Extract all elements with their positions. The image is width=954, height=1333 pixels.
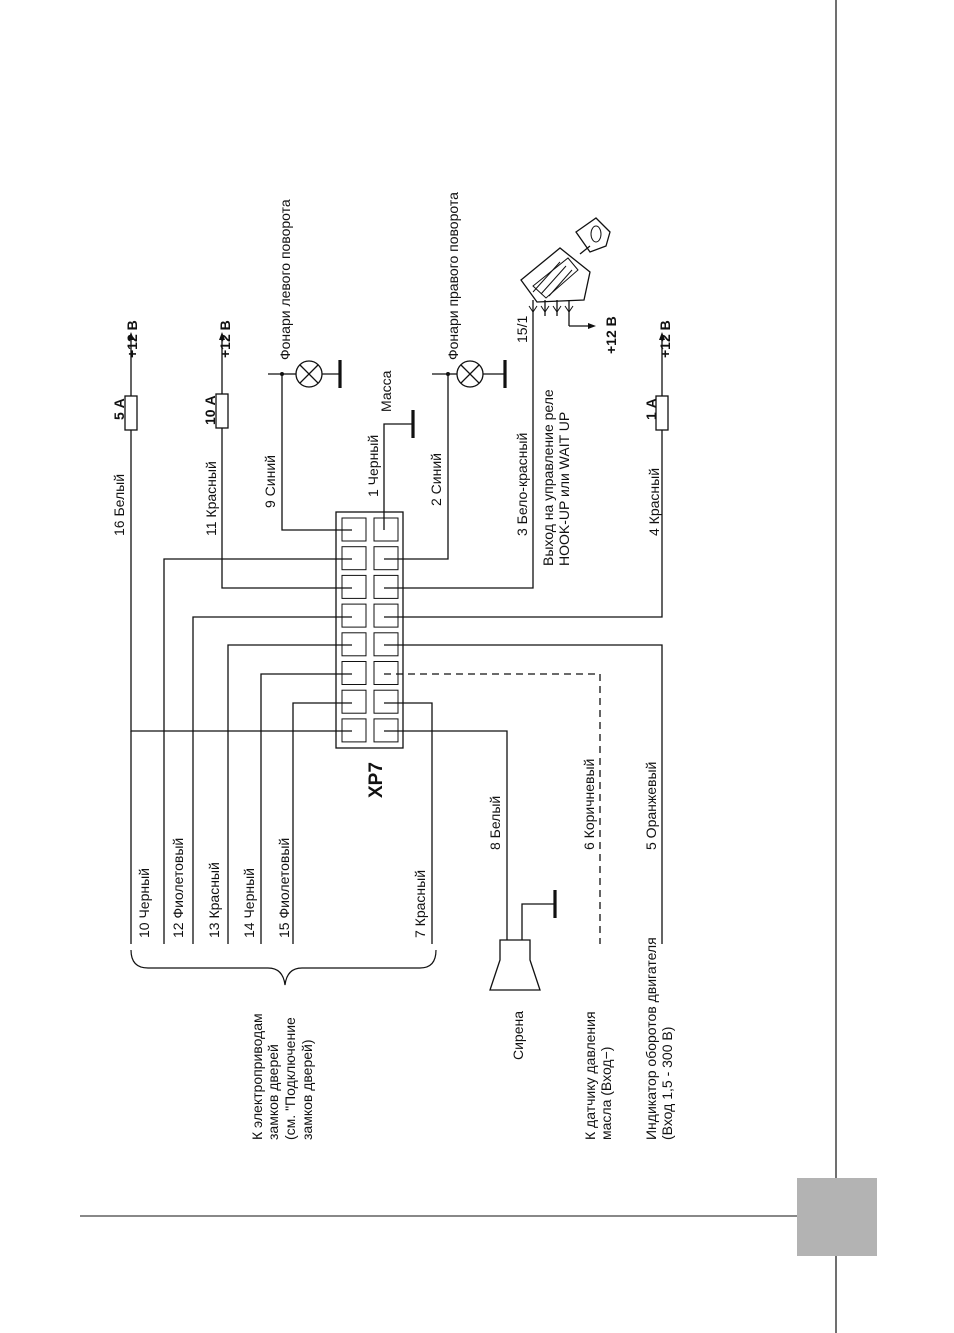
wire-label-5: 5 Оранжевый: [643, 762, 659, 850]
relay-label-1: Выход на управление реле: [540, 389, 556, 566]
wire-label-4: 4 Красный: [646, 468, 662, 536]
fuse-5a: [124, 395, 138, 431]
wire-9: [268, 373, 352, 531]
oil-pressure-note: К датчику давления масла (Вход−): [582, 1011, 614, 1140]
svg-text:К датчику давления: К датчику давления: [582, 1011, 598, 1140]
door-locks-note: К электроприводам замков дверей (см. "По…: [249, 1013, 315, 1140]
wire-4: [384, 338, 663, 618]
svg-text:масла (Вход−): масла (Вход−): [598, 1047, 614, 1140]
wire-label-8: 8 Белый: [487, 796, 503, 850]
fuse-label-10a: 10 А: [202, 395, 218, 425]
left-turn-lamp-icon: [295, 360, 323, 388]
wire-13: [227, 644, 352, 944]
fuse-label-5a: 5 А: [111, 398, 127, 420]
wire-14: [260, 673, 352, 944]
wire-2: [384, 373, 449, 560]
right-turn-label: Фонари правого поворота: [445, 192, 461, 360]
wire-label-12: 12 Фиолетовый: [170, 838, 186, 938]
connector-label: XP7: [366, 762, 387, 798]
connector-pin: [373, 574, 399, 599]
wire-11: [221, 338, 352, 589]
ground-label: Масса: [378, 370, 394, 412]
connector-pin: [341, 574, 367, 599]
wire-label-11: 11 Красный: [203, 461, 219, 536]
connector-pin: [341, 689, 367, 714]
wire-1: [383, 423, 413, 530]
left-turn-label: Фонари левого поворота: [277, 199, 293, 360]
svg-text:замков дверей: замков дверей: [265, 1044, 281, 1140]
connector-pin: [373, 603, 399, 628]
connector-pin: [373, 517, 399, 542]
ignition-terminal-label: 15/1: [514, 316, 530, 343]
power-label-2: +12 В: [217, 320, 233, 358]
connector-pin: [373, 632, 399, 657]
fuse-10a: [215, 393, 229, 429]
wire-8: [384, 730, 508, 940]
wire-label-10: 10 Черный: [136, 868, 152, 938]
siren-icon: [489, 890, 557, 991]
wire-15: [292, 702, 352, 944]
connector-pin: [373, 689, 399, 714]
svg-text:замков дверей): замков дверей): [299, 1039, 315, 1140]
connector-pin: [341, 603, 367, 628]
wire-label-1: 1 Черный: [365, 435, 381, 497]
wire-label-6: 6 Коричневый: [581, 759, 597, 850]
wire-label-13: 13 Красный: [206, 862, 222, 938]
connector-pin: [341, 632, 367, 657]
power-label-3: +12 В: [603, 316, 619, 354]
fuse-1a: [655, 395, 669, 431]
connector-pin: [341, 546, 367, 571]
wire-7: [384, 702, 433, 944]
svg-text:(см. "Подключение: (см. "Подключение: [282, 1017, 298, 1140]
door-locks-brace: [130, 949, 437, 986]
siren-label: Сирена: [510, 1011, 526, 1060]
connector-pin: [373, 546, 399, 571]
tachometer-note: Индикатор оборотов двигателя (Вход 1,5 -…: [643, 937, 675, 1140]
wire-5: [384, 644, 663, 944]
power-label-1: +12 В: [124, 320, 140, 358]
svg-text:(Вход 1,5 - 300 В): (Вход 1,5 - 300 В): [659, 1027, 675, 1140]
connector-pin: [373, 661, 399, 685]
wire-10: [192, 616, 352, 944]
ignition-switch-icon: [520, 217, 611, 329]
wire-label-16: 16 Белый: [111, 474, 127, 536]
power-label-4: +12 В: [657, 320, 673, 358]
wire-3: [384, 316, 534, 589]
wire-6: [384, 673, 601, 944]
wire-label-7: 7 Красный: [412, 870, 428, 938]
wire-label-2: 2 Синий: [428, 453, 444, 506]
right-turn-lamp-icon: [456, 360, 484, 388]
wire-label-14: 14 Черный: [241, 868, 257, 938]
wire-label-3: 3 Бело-красный: [514, 433, 530, 536]
wire-12: [163, 558, 352, 944]
connector-pin: [341, 661, 367, 685]
svg-text:Индикатор оборотов двигателя: Индикатор оборотов двигателя: [643, 937, 659, 1140]
wire-label-15: 15 Фиолетовый: [276, 838, 292, 938]
relay-label-2: HOOK-UP или WAIT UP: [556, 412, 572, 566]
fuse-label-1a: 1 А: [643, 398, 659, 420]
svg-text:К электроприводам: К электроприводам: [249, 1013, 265, 1140]
connector-xp7: [335, 511, 404, 749]
wire-label-9: 9 Синий: [262, 455, 278, 508]
page-tab-marker: [797, 1178, 877, 1256]
